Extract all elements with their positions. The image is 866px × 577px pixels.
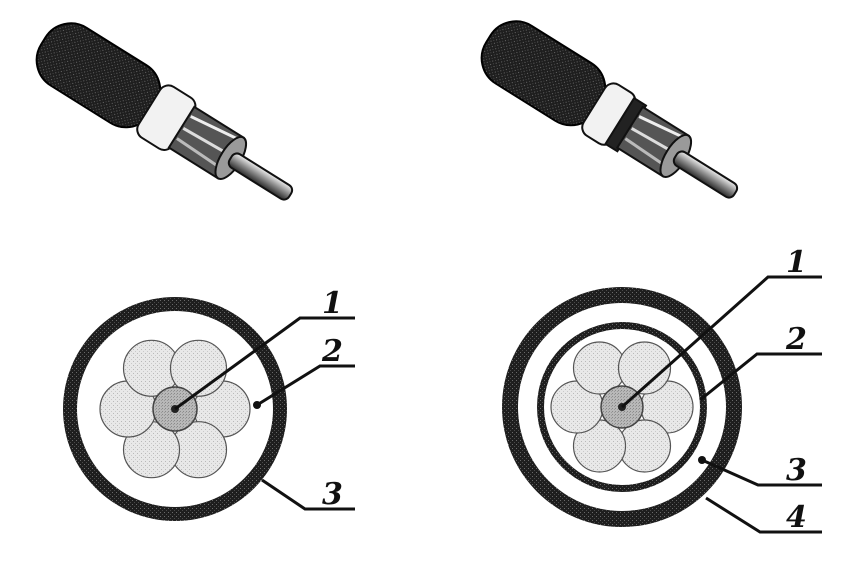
- cable-3d-right: [480, 20, 739, 199]
- leader-line-2-left: [256, 364, 355, 407]
- label-4-right: 4: [786, 500, 807, 535]
- label-2-left: 2: [321, 334, 343, 369]
- leader-line-3-left: [261, 478, 355, 511]
- label-1-left: 1: [322, 286, 343, 321]
- cross-section-left: 1 2 3: [63, 286, 355, 521]
- label-1-right: 1: [786, 245, 807, 280]
- cross-section-right: 1 2 3 4: [502, 245, 822, 535]
- label-3-left: 3: [322, 477, 343, 512]
- label-2-right: 2: [785, 322, 807, 357]
- label-3-right: 3: [786, 453, 807, 488]
- leader-line-1-right: [621, 275, 822, 409]
- leader-line-1-left: [174, 316, 355, 411]
- leader-line-2-right: [699, 352, 822, 402]
- cable-3d-left: [35, 22, 294, 201]
- leader-line-3-right: [701, 458, 822, 487]
- aluminum-strands-right: [550, 341, 694, 473]
- leader-line-4-right: [705, 496, 822, 534]
